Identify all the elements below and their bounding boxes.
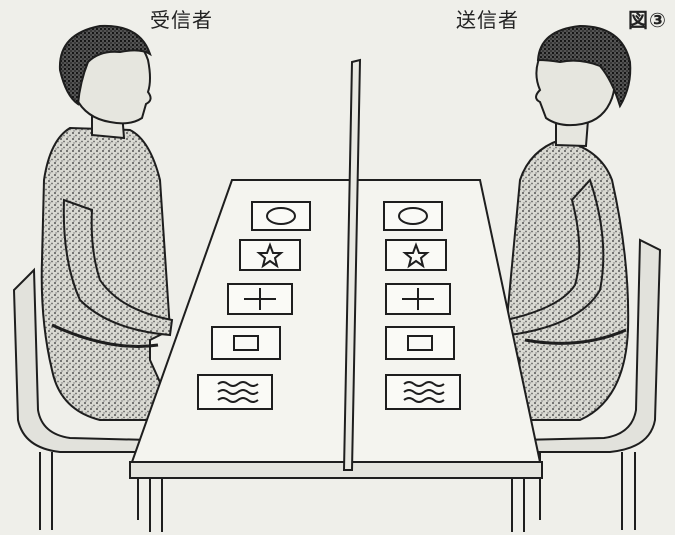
receiver-arm: [62, 198, 174, 337]
card-waves: [385, 374, 461, 410]
card-star: [239, 239, 301, 271]
card-circle: [251, 201, 311, 231]
receiver-cards: [197, 201, 311, 410]
sender-cards: [383, 201, 461, 410]
divider-screen: [342, 58, 362, 471]
sender-body: [503, 138, 630, 421]
receiver-label: 受信者: [150, 8, 213, 32]
card-star: [385, 239, 447, 271]
figure-number-label: 図③: [628, 8, 667, 32]
table: [129, 179, 543, 532]
card-cross: [385, 283, 451, 315]
card-waves: [197, 374, 273, 410]
sender-label: 送信者: [456, 8, 519, 32]
card-square: [385, 326, 455, 360]
sender-figure: [503, 24, 662, 530]
receiver-hair: [58, 24, 152, 106]
card-cross: [227, 283, 293, 315]
sender-hair: [536, 24, 632, 109]
receiver-body: [40, 126, 172, 421]
card-square: [211, 326, 281, 360]
table-top: [130, 179, 542, 463]
receiver-figure: [12, 24, 174, 530]
card-circle: [383, 201, 443, 231]
